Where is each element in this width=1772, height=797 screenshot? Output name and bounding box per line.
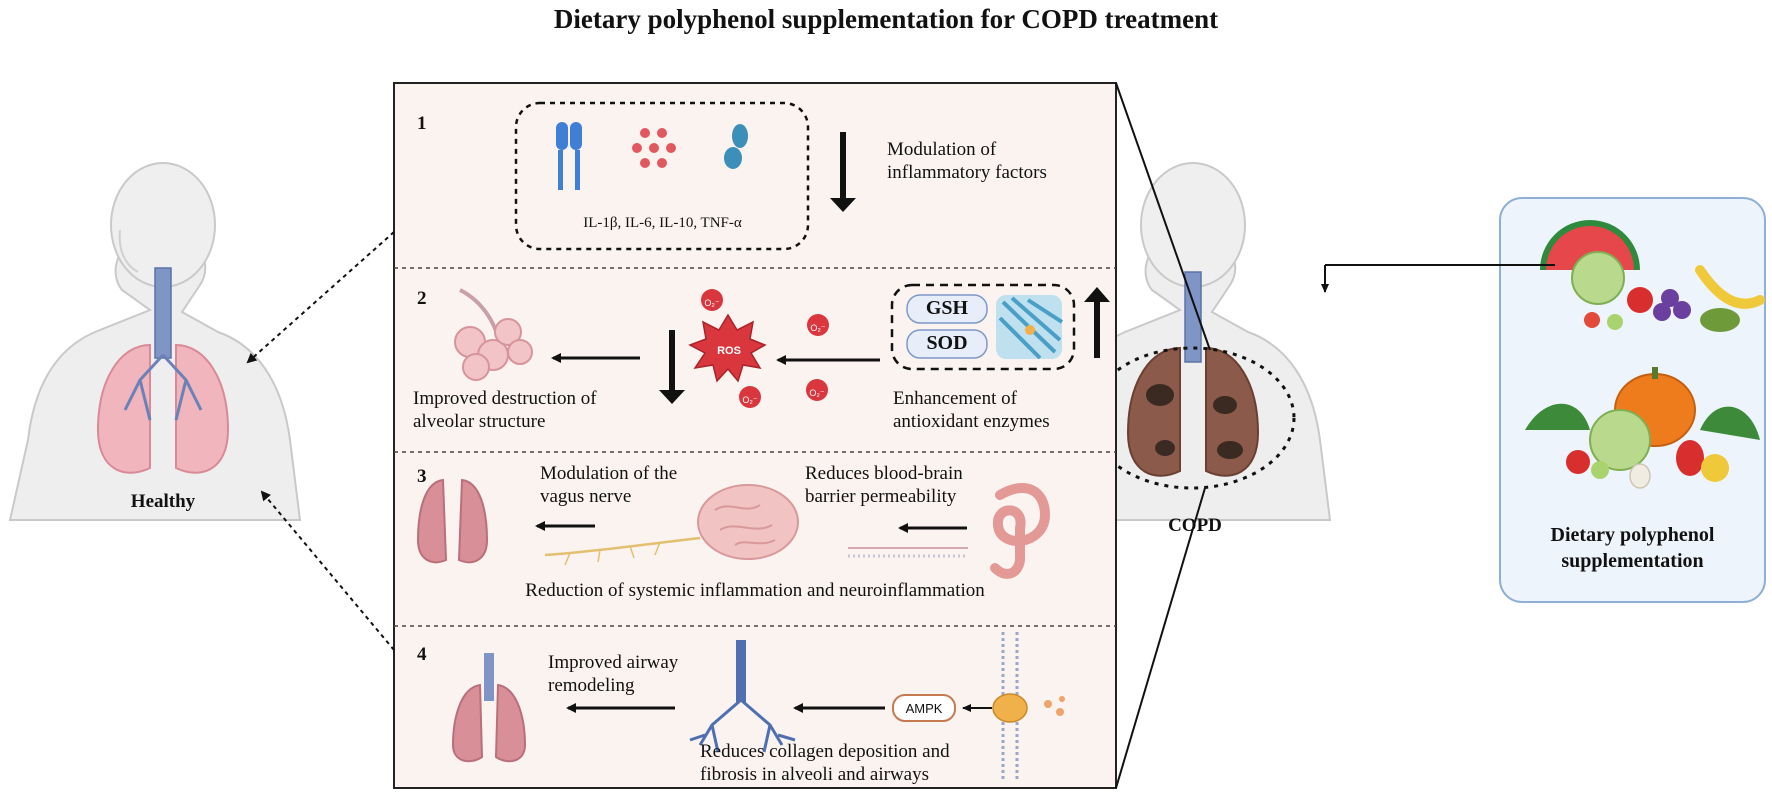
cytokines-label: IL-1β, IL-6, IL-10, TNF-α — [583, 215, 742, 231]
alveoli-icon — [454, 288, 533, 381]
airway-lungs-icon — [451, 653, 527, 763]
gsh-label: GSH — [925, 297, 969, 319]
radical-label: O₂⁻ — [704, 298, 720, 308]
ros-burst-icon — [688, 313, 767, 383]
section-number: 4 — [417, 644, 427, 665]
arrow-to-healthy-bottom — [260, 490, 395, 651]
vagus-nerve-label: Modulation of the vagus nerve — [540, 463, 678, 507]
gsh-pill — [906, 294, 988, 324]
vagus-nerve-icon — [544, 536, 701, 566]
pink-lungs-icon — [416, 478, 489, 564]
bbb-label: Reduces blood-brain barrier permeability — [805, 463, 963, 507]
enzyme-box — [890, 283, 1076, 371]
mechanism-panel — [393, 82, 1117, 789]
page-title: Dietary polyphenol supplementation for C… — [553, 4, 1219, 34]
bbb-membrane-icon — [848, 547, 968, 558]
radical-icon — [806, 379, 828, 401]
up-arrow-head — [1084, 287, 1110, 302]
sod-pill — [906, 329, 988, 359]
polyphenol-molecule-icon — [1044, 696, 1065, 716]
supplement-label: Dietary polyphenol supplementation — [1550, 524, 1715, 572]
zoom-line-top — [1115, 82, 1211, 351]
bronchial-tree-icon — [689, 640, 796, 753]
receptor-icon — [556, 122, 582, 190]
healthy-label: Healthy — [130, 491, 196, 512]
inflammation-effect-label: Modulation of inflammatory factors — [887, 139, 1047, 183]
ampk-label: AMPK — [905, 701, 943, 716]
vegetables-icon — [1525, 367, 1760, 489]
intestine-icon — [990, 482, 1051, 579]
zoom-line-bottom — [1115, 487, 1206, 789]
sod-label: SOD — [926, 332, 968, 354]
healthy-body-illustration — [8, 162, 302, 521]
section-number: 2 — [417, 288, 427, 309]
radical-icon — [739, 386, 761, 408]
healthy-lungs-icon — [96, 267, 230, 474]
enzyme-structure-icon — [996, 295, 1064, 360]
cytokine-particles-icon — [632, 128, 676, 168]
radical-label: O₂⁻ — [742, 395, 758, 405]
fruits-icon — [1540, 220, 1765, 332]
down-arrow-head — [830, 198, 856, 212]
cytokine-box — [514, 101, 810, 251]
radical-label: O₂⁻ — [810, 323, 826, 333]
radical-icon — [701, 289, 723, 311]
ampk-pill — [892, 694, 956, 722]
ros-label: ROS — [717, 345, 741, 357]
section3-summary-label: Reduction of systemic inflammation and n… — [525, 580, 985, 601]
ros-down-arrow-head — [659, 390, 685, 404]
copd-label: COPD — [1168, 515, 1222, 536]
section-number: 1 — [417, 113, 427, 134]
arrow-to-healthy-top — [246, 231, 395, 364]
tnf-protein-icon — [724, 124, 748, 169]
section-number: 3 — [417, 466, 427, 487]
cell-membrane-channel-icon — [992, 632, 1028, 782]
radical-label: O₂⁻ — [809, 388, 825, 398]
alveolar-outcome-label: Improved destruction of alveolar structu… — [413, 388, 597, 432]
radical-icon — [807, 314, 829, 336]
antioxidant-effect-label: Enhancement of antioxidant enzymes — [893, 388, 1050, 432]
brain-icon — [697, 484, 799, 560]
airway-outcome-label: Improved airway remodeling — [548, 652, 679, 696]
copd-lungs-icon — [1126, 271, 1260, 477]
collagen-effect-label: Reduces collagen deposition and fibrosis… — [700, 741, 950, 785]
